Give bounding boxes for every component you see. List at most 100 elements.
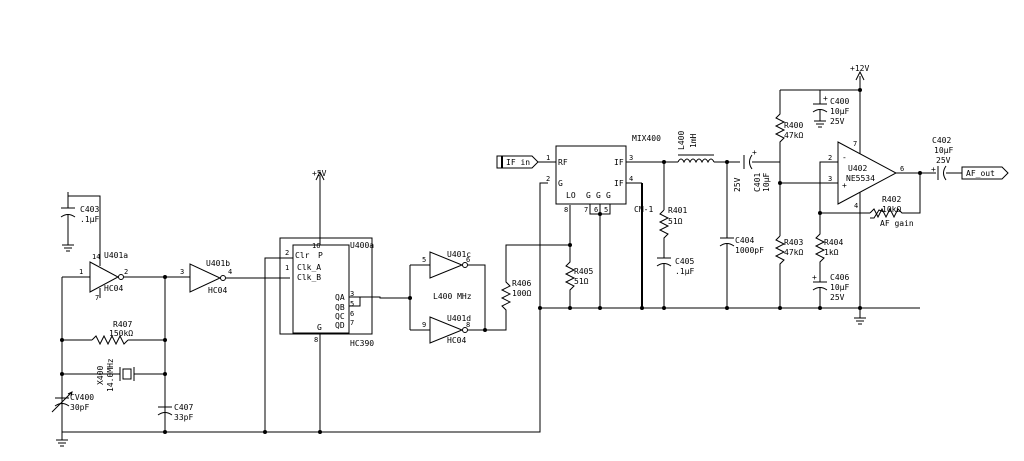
svg-text:8: 8 [564,206,568,214]
c406-value: 10µF [830,283,849,292]
u400a-body [292,244,350,334]
c400-voltage: 25V [830,117,845,126]
svg-text:1: 1 [285,264,289,272]
r404-ref: R404 [824,238,843,247]
svg-text:QC: QC [335,312,345,321]
svg-text:2: 2 [285,249,289,257]
if-filter: L400 1mH R401 51Ω C405 .1µF C404 1000pF … [626,131,780,310]
if-in-label: IF in [506,158,530,167]
c402-ref: C402 [932,136,951,145]
lo-freq-label: L400 MHz [433,292,472,301]
r401-value: 51Ω [668,217,683,226]
c403-value: .1µF [80,215,99,224]
c403-ref: C403 [80,205,99,214]
svg-text:+: + [752,148,757,157]
u401c-symbol [429,251,464,279]
l400-ref: L400 [677,131,686,150]
c400-value: 10µF [830,107,849,116]
svg-text:9: 9 [422,321,426,329]
svg-text:8: 8 [314,336,318,344]
if-in-connector[interactable] [496,155,539,169]
u401d-symbol [429,316,464,344]
svg-text:3: 3 [629,154,633,162]
svg-text:LO: LO [566,191,576,200]
r403-ref: R403 [784,238,803,247]
r402-ref: R402 [882,195,901,204]
svg-text:16: 16 [312,242,320,250]
svg-text:5: 5 [350,300,354,308]
svg-text:4: 4 [228,268,232,276]
r402-note: AF gain [880,219,914,228]
svg-text:14: 14 [92,253,100,261]
c400-ref: C400 [830,97,849,106]
r404-value: 1kΩ [824,248,839,257]
u402-symbol [837,141,898,205]
svg-text:8: 8 [466,321,470,329]
svg-text:+: + [823,94,828,103]
svg-text:7: 7 [853,140,857,148]
c401-ref: C401 [753,173,762,192]
c407-value: 33pF [174,413,193,422]
hc390-counter: +5V U400a 16 2 1 Clr P Clk_A Clk_B QA QB… [263,169,410,434]
mixer: IF in MIX400 RF G LO IF IF G G G 1 2 3 4… [496,134,661,310]
c401-voltage: 25V [733,177,742,192]
svg-text:3: 3 [828,175,832,183]
r407-value: 150kΩ [109,329,133,338]
c406-voltage: 25V [830,293,845,302]
svg-text:6: 6 [594,206,598,214]
crystal-oscillator: C403 .1µF U401a 14 7 HC04 1 2 R407 150kΩ… [51,192,290,447]
u402-ref: U402 [848,164,867,173]
x400-ref: X400 [96,366,105,385]
svg-text:HC04: HC04 [104,284,123,293]
svg-text:5: 5 [604,206,608,214]
r405-ref: R405 [574,267,593,276]
r401-ref: R401 [668,206,687,215]
u401d-ref: U401d [447,314,471,323]
svg-text:HC04: HC04 [447,336,466,345]
r406-value: 100Ω [512,289,531,298]
u401a-ref: U401a [104,251,128,260]
svg-text:QA: QA [335,293,345,302]
svg-text:QD: QD [335,321,345,330]
svg-text:G: G [586,191,591,200]
svg-text:1: 1 [79,268,83,276]
svg-text:2: 2 [828,154,832,162]
mix400-body [555,145,627,205]
r407-ref: R407 [113,320,132,329]
svg-text:+: + [931,165,936,174]
u400a-part: HC390 [350,339,374,348]
svg-text:7: 7 [350,319,354,327]
svg-text:Clk_A: Clk_A [297,263,321,272]
svg-text:Clk_B: Clk_B [297,273,321,282]
svg-text:G: G [606,191,611,200]
svg-text:3: 3 [180,268,184,276]
svg-text:P: P [318,251,323,260]
svg-text:2: 2 [546,175,550,183]
svg-text:+: + [812,273,817,282]
svg-text:G: G [558,179,563,188]
x400-value: 14.0MHz [106,358,115,392]
svg-text:6: 6 [350,310,354,318]
cv400-value: 30pF [70,403,89,412]
rail-12v: +12V [850,64,869,73]
svg-text:5: 5 [422,256,426,264]
mixer-cm-label: CM-1 [634,205,653,214]
c401-value: 10µF [762,173,771,192]
svg-text:QB: QB [335,303,345,312]
r400-ref: R400 [784,121,803,130]
lo-driver: U401c 5 6 L400 MHz U401d 9 8 HC04 R406 1… [408,205,593,345]
c407-ref: C407 [174,403,193,412]
u400a-ref: U400a [350,241,374,250]
r403-value: 47kΩ [784,248,803,257]
svg-text:4: 4 [854,202,858,210]
c405-ref: C405 [675,257,694,266]
af-out-label: AF_out [966,169,995,178]
svg-text:4: 4 [629,175,633,183]
svg-text:1: 1 [546,154,550,162]
c406-ref: C406 [830,273,849,282]
u401b-symbol [189,263,222,293]
svg-text:IF: IF [614,179,624,188]
af-out-connector[interactable] [961,166,1009,180]
svg-text:6: 6 [466,256,470,264]
c405-value: .1µF [675,267,694,276]
